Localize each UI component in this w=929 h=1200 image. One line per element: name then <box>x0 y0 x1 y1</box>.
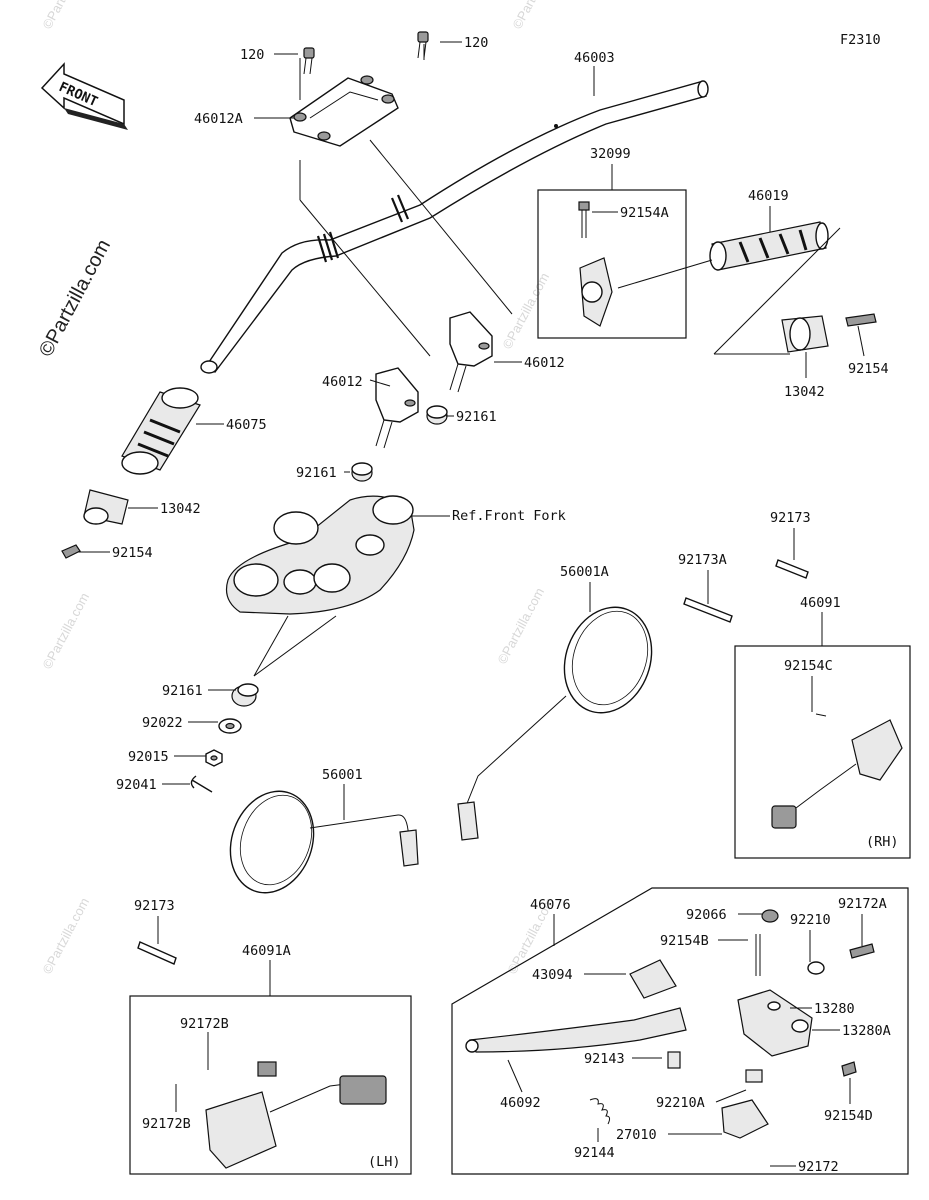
label-46075: 46075 <box>226 417 267 433</box>
label-46019: 46019 <box>748 188 789 204</box>
label-13042-right: 13042 <box>784 384 825 400</box>
watermark-mid-right: ©Partzilla.com <box>494 585 547 666</box>
label-46012-left: 46012 <box>322 374 363 390</box>
lower-holder-left <box>375 367 419 449</box>
label-32099: 32099 <box>590 146 631 162</box>
label-92173A: 92173A <box>678 552 727 568</box>
box-rh-switch <box>734 645 911 859</box>
label-92154A: 92154A <box>620 205 669 221</box>
label-46076: 46076 <box>530 897 571 913</box>
left-grip <box>121 387 201 475</box>
watermark-main: ©Partzilla.com <box>35 236 115 360</box>
label-46012-right: 46012 <box>524 355 565 371</box>
pin-92041 <box>190 775 213 793</box>
label-46091: 46091 <box>800 595 841 611</box>
label-46003: 46003 <box>574 50 615 66</box>
bolt-120-right <box>417 31 429 59</box>
upper-holder <box>289 75 399 147</box>
box-lh-switch <box>129 995 412 1175</box>
label-120-right: 120 <box>464 35 488 51</box>
label-92173-right: 92173 <box>770 510 811 526</box>
watermark-top-center: ©Partzilla.com <box>509 0 562 31</box>
mirror-left <box>229 790 419 894</box>
label-46092: 46092 <box>500 1095 541 1111</box>
label-92015: 92015 <box>128 749 169 765</box>
label-43094: 43094 <box>532 967 573 983</box>
band-92173-left <box>137 941 177 965</box>
label-92066: 92066 <box>686 907 727 923</box>
label-46012A: 46012A <box>194 111 243 127</box>
label-92154D: 92154D <box>824 1108 873 1124</box>
label-92022: 92022 <box>142 715 183 731</box>
label-13280A: 13280A <box>842 1023 891 1039</box>
leader-lines <box>78 41 865 1167</box>
label-92172: 92172 <box>798 1159 839 1175</box>
right-grip <box>709 221 829 271</box>
front-arrow: FRONT <box>40 62 128 130</box>
label-56001: 56001 <box>322 767 363 783</box>
damper-lower <box>231 683 259 707</box>
label-92210: 92210 <box>790 912 831 928</box>
label-92161-upper-right: 92161 <box>456 409 497 425</box>
label-92210A: 92210A <box>656 1095 705 1111</box>
label-27010: 27010 <box>616 1127 657 1143</box>
washer-92022 <box>218 718 242 734</box>
label-ref-front-fork: Ref.Front Fork <box>452 508 566 524</box>
nut-92015 <box>205 749 223 767</box>
left-end-bolt <box>61 544 81 559</box>
watermark-bottom-left: ©Partzilla.com <box>39 895 92 976</box>
label-92172B-top: 92172B <box>180 1016 229 1032</box>
label-92154B: 92154B <box>660 933 709 949</box>
part-labels: 120 120 46003 46012A 32099 92154A 46019 … <box>112 35 899 1175</box>
left-bar-end-weight <box>83 489 129 525</box>
label-92144: 92144 <box>574 1145 615 1161</box>
watermark-top-left: ©Partzilla.com <box>39 0 92 31</box>
damper-upper-left <box>351 462 373 482</box>
label-120-left: 120 <box>240 47 264 63</box>
box-clutch-lever <box>451 887 909 1175</box>
label-92041: 92041 <box>116 777 157 793</box>
label-92172B-bottom: 92172B <box>142 1116 191 1132</box>
label-92161-upper-left: 92161 <box>296 465 337 481</box>
label-92161-lower: 92161 <box>162 683 203 699</box>
label-13042-left: 13042 <box>160 501 201 517</box>
label-lh: (LH) <box>368 1154 401 1170</box>
label-46091A: 46091A <box>242 943 291 959</box>
band-92173-right <box>775 559 809 579</box>
label-92154-right: 92154 <box>848 361 889 377</box>
label-92143: 92143 <box>584 1051 625 1067</box>
label-92154-left: 92154 <box>112 545 153 561</box>
handlebar <box>200 80 709 374</box>
label-92173-left: 92173 <box>134 898 175 914</box>
label-92154C: 92154C <box>784 658 833 674</box>
label-56001A: 56001A <box>560 564 609 580</box>
right-end-bolt <box>845 313 877 327</box>
damper-upper-right <box>426 405 448 425</box>
right-bar-end-weight <box>781 315 829 353</box>
label-rh: (RH) <box>866 834 899 850</box>
watermark-mid-center: ©Partzilla.com <box>499 270 552 351</box>
watermark-mid-left: ©Partzilla.com <box>39 590 92 671</box>
band-92173A <box>683 597 733 623</box>
label-13280: 13280 <box>814 1001 855 1017</box>
label-92172A: 92172A <box>838 896 887 912</box>
bolt-120-left <box>303 47 315 75</box>
upper-triple-clamp <box>225 495 415 615</box>
lower-holder-right <box>449 311 493 393</box>
mirror-right <box>457 606 653 841</box>
figure-code: F2310 <box>840 32 881 48</box>
